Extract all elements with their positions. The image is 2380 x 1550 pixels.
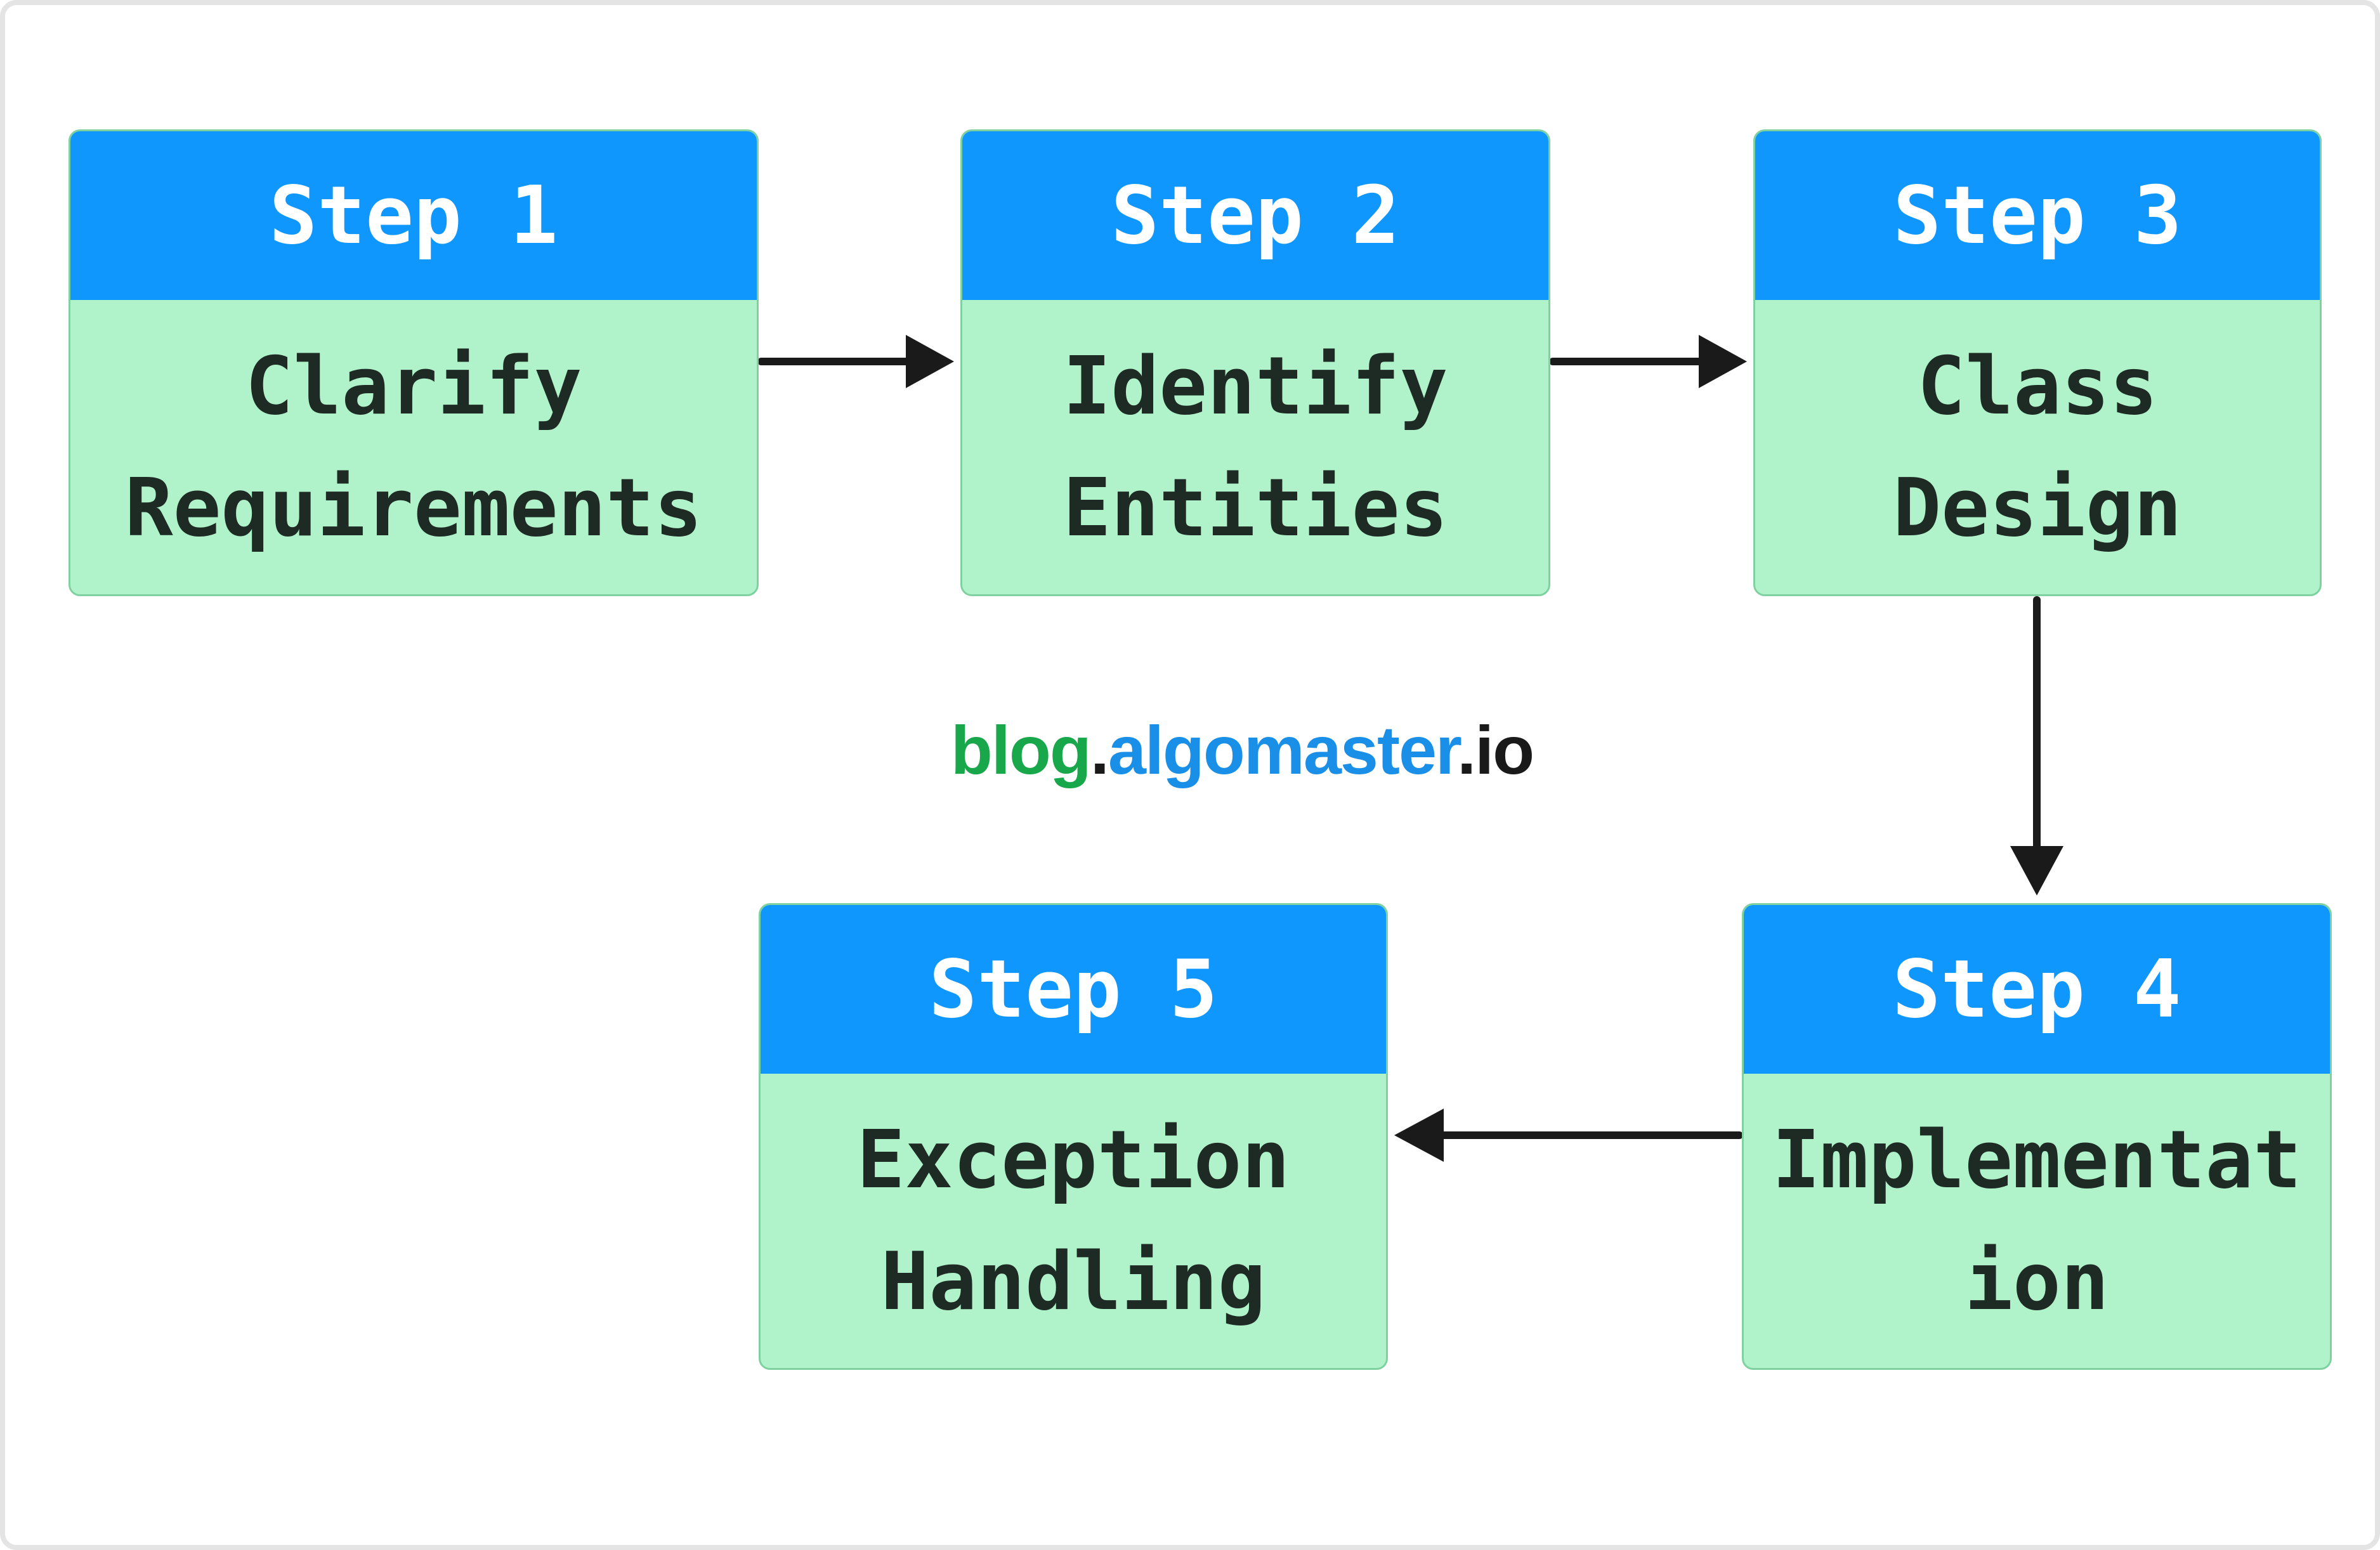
step-5-body: Exception Handling xyxy=(761,1074,1386,1368)
arrow-step3-to-step4 xyxy=(2010,596,2063,895)
arrow-step1-to-step2 xyxy=(757,335,954,388)
step-3-box: Step 3 Class Design xyxy=(1753,129,2322,596)
step-5-box: Step 5 Exception Handling xyxy=(759,903,1388,1370)
step-4-line-1: Implementat xyxy=(1772,1113,2302,1206)
arrow-step4-to-step5 xyxy=(1394,1109,1743,1162)
watermark-dot: . xyxy=(1090,712,1109,788)
step-1-box: Step 1 Clarify Requirements xyxy=(69,129,759,596)
step-2-header: Step 2 xyxy=(962,131,1548,300)
step-3-line-1: Class xyxy=(1917,339,2158,433)
step-5-header: Step 5 xyxy=(761,905,1386,1074)
watermark-logo: blog.algomaster.io xyxy=(830,703,1654,798)
watermark-algomaster: algomaster xyxy=(1108,712,1458,788)
step-1-line-2: Requirements xyxy=(124,461,703,554)
step-3-header: Step 3 xyxy=(1755,131,2320,300)
step-2-body: Identify Entities xyxy=(962,300,1548,594)
step-2-line-2: Entities xyxy=(1062,461,1448,554)
step-5-line-2: Handling xyxy=(880,1235,1266,1328)
step-5-line-1: Exception xyxy=(856,1113,1290,1206)
step-4-line-2: ion xyxy=(1965,1235,2109,1328)
watermark-blog: blog xyxy=(950,712,1092,788)
arrow-step2-to-step3 xyxy=(1549,335,1747,388)
step-3-line-2: Design xyxy=(1893,461,2182,554)
arrows-layer xyxy=(757,335,2063,1162)
step-1-line-1: Clarify xyxy=(245,339,582,433)
step-1-header: Step 1 xyxy=(70,131,757,300)
step-4-body: Implementat ion xyxy=(1744,1074,2330,1368)
step-3-body: Class Design xyxy=(1755,300,2320,594)
watermark-io: .io xyxy=(1457,712,1534,788)
step-2-line-1: Identify xyxy=(1062,339,1448,433)
step-4-header: Step 4 xyxy=(1744,905,2330,1074)
step-2-box: Step 2 Identify Entities xyxy=(960,129,1550,596)
step-4-box: Step 4 Implementat ion xyxy=(1742,903,2332,1370)
step-1-body: Clarify Requirements xyxy=(70,300,757,594)
